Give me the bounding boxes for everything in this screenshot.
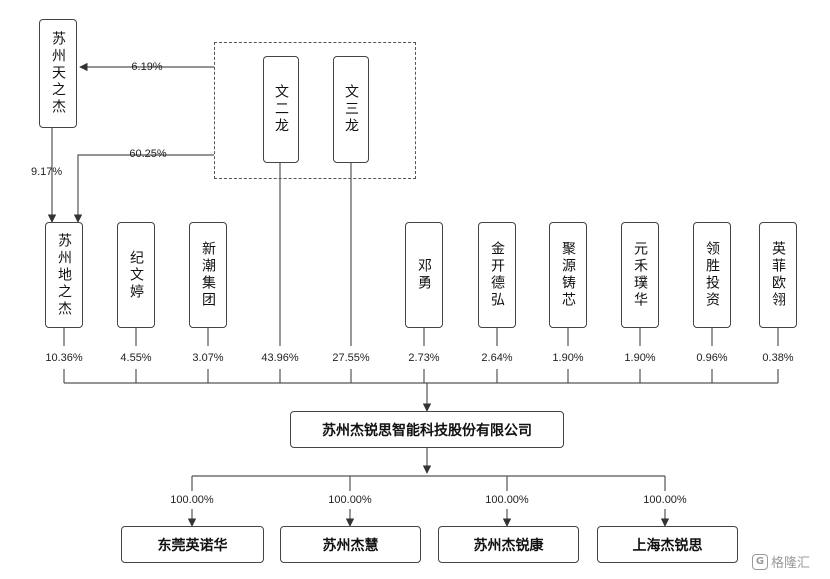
node-label: 苏州地之杰 [56,232,72,318]
pct-shareholder: 1.90% [624,352,656,364]
controller-group [214,42,416,179]
shareholder-yingfeiouling: 英菲欧翎 [759,222,797,328]
shareholder-dizhijie: 苏州地之杰 [45,222,83,328]
company-name: 苏州杰锐思智能科技股份有限公司 [322,422,532,439]
subsidiary-dongguan-yingnuohua: 东莞英诺华 [121,526,264,563]
pct-shareholder: 0.38% [762,352,794,364]
node-label: 文三龙 [343,84,359,135]
subsidiary-name: 上海杰锐思 [632,537,703,554]
company-node: 苏州杰锐思智能科技股份有限公司 [290,411,564,448]
shareholder-lingsheng: 领胜投资 [693,222,731,328]
shareholder-juyuanzhuxin: 聚源铸芯 [549,222,587,328]
watermark-text: 格隆汇 [771,556,811,571]
pct-shareholder: 1.90% [552,352,584,364]
node-label: 英菲欧翎 [770,241,786,309]
pct-shareholder: 10.36% [45,352,83,364]
subsidiary-suzhou-jieruikang: 苏州杰锐康 [438,526,579,563]
pct-tianzhijie-to-dizhijie: 9.17% [31,166,63,178]
pct-to-dizhijie-group: 60.25% [129,148,167,160]
shareholder-jiwenting: 纪文婷 [117,222,155,328]
node-label: 邓勇 [416,258,432,292]
pct-subsidiary: 100.00% [643,494,687,506]
node-label: 新潮集团 [200,241,216,309]
node-label: 聚源铸芯 [560,241,576,309]
shareholder-xinchao: 新潮集团 [189,222,227,328]
pct-to-tianzhijie: 6.19% [131,61,163,73]
pct-subsidiary: 100.00% [328,494,372,506]
shareholder-jinkaidehong: 金开德弘 [478,222,516,328]
subsidiary-name: 苏州杰慧 [322,537,379,554]
node-label: 领胜投资 [704,241,720,309]
watermark-logo: G 格隆汇 [752,552,810,571]
pct-subsidiary: 100.00% [485,494,529,506]
node-tianzhijie: 苏州天之杰 [39,19,77,128]
pct-subsidiary: 100.00% [170,494,214,506]
node-label: 纪文婷 [128,249,144,301]
pct-shareholder: 3.07% [192,352,224,364]
pct-shareholder: 0.96% [696,352,728,364]
shareholder-dengyong: 邓勇 [405,222,443,328]
subsidiary-name: 东莞英诺华 [157,537,228,554]
node-wen-sanlong: 文三龙 [333,56,369,163]
node-label: 文二龙 [273,84,289,135]
pct-shareholder: 2.73% [408,352,440,364]
pct-shareholder: 2.64% [481,352,513,364]
node-wen-erlong: 文二龙 [263,56,299,163]
pct-shareholder: 4.55% [120,352,152,364]
shareholder-yuanhepuhua: 元禾璞华 [621,222,659,328]
node-label: 元禾璞华 [632,241,648,309]
pct-shareholder: 27.55% [332,352,370,364]
subsidiary-suzhou-jiehui: 苏州杰慧 [280,526,421,563]
gelonghui-logo-icon: G [752,553,768,570]
subsidiary-shanghai-jieruisi: 上海杰锐思 [597,526,738,563]
node-label: 金开德弘 [489,241,505,309]
arrow-to-dizhijie-group [73,154,214,223]
pct-shareholder: 43.96% [261,352,299,364]
node-label: 苏州天之杰 [50,31,66,116]
subsidiary-name: 苏州杰锐康 [473,537,544,554]
